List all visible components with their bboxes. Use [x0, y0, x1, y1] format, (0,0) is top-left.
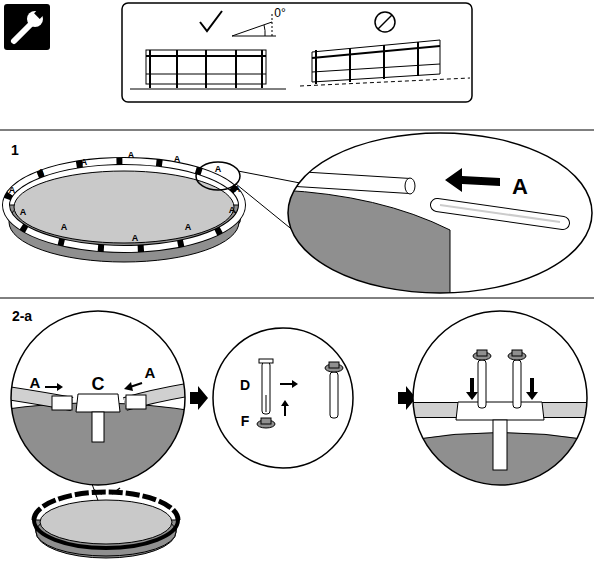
- part-letter: A: [61, 223, 68, 232]
- part-letter: A: [132, 234, 139, 243]
- small-pool: [33, 488, 178, 558]
- part-letter: A: [174, 155, 181, 164]
- part-letter: D: [240, 378, 250, 392]
- part-letter: A: [128, 151, 135, 160]
- pool-illustration: [6, 161, 300, 262]
- separator: [0, 130, 594, 131]
- connector-zoom-1: [0, 300, 200, 506]
- part-letter: A: [512, 176, 528, 198]
- pin-zoom: [213, 328, 353, 468]
- step-angle: 0°: [274, 7, 285, 19]
- part-letter: A: [81, 158, 88, 167]
- part-letter: A: [20, 208, 27, 217]
- zoom-callout: [280, 120, 594, 300]
- part-letter: A: [30, 375, 41, 390]
- part-letter: F: [241, 414, 250, 428]
- wrench-icon: [4, 4, 50, 50]
- part-letter: A: [38, 168, 45, 177]
- separator: [0, 298, 594, 299]
- part-letter: A: [215, 165, 222, 174]
- assembled-zoom: [410, 300, 590, 500]
- part-letter: A: [145, 365, 156, 380]
- step-number: 2-a: [12, 309, 32, 323]
- part-letter: A: [229, 206, 236, 215]
- part-letter: A: [234, 185, 241, 194]
- part-letter: A: [9, 186, 16, 195]
- part-letter: C: [92, 375, 105, 393]
- step-number: 1: [11, 143, 19, 157]
- step-arrow: [190, 386, 208, 410]
- level-ground-panel: [122, 3, 472, 102]
- part-letter: A: [185, 223, 192, 232]
